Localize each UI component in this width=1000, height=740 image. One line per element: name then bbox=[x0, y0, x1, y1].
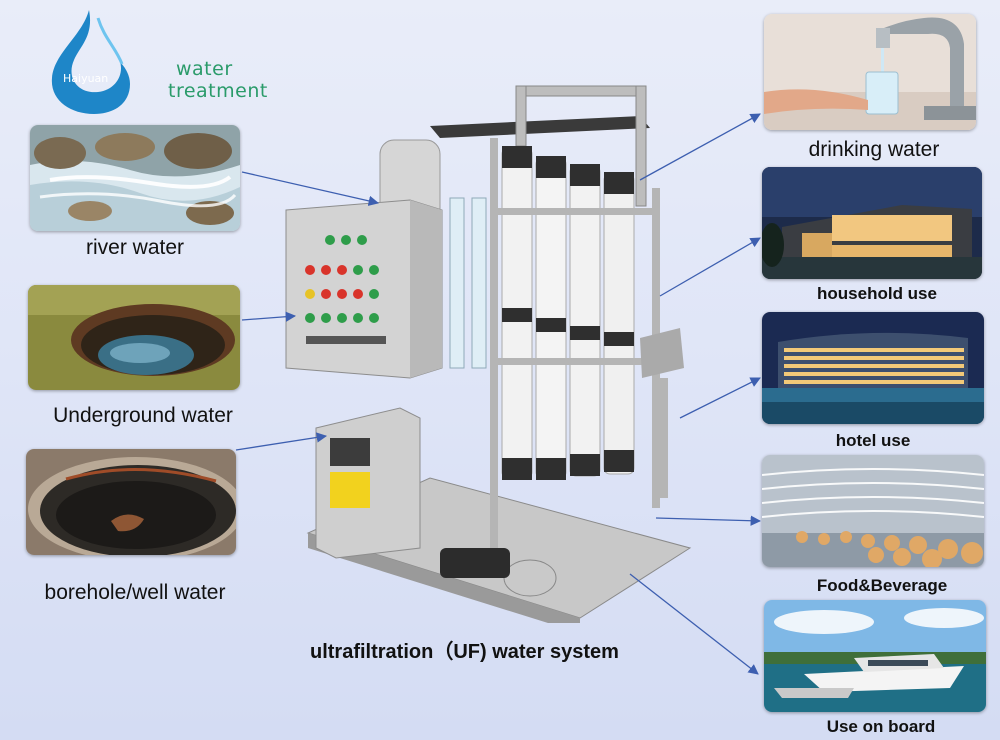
underground-water-photo bbox=[28, 285, 240, 390]
source-label-underground: Underground water bbox=[53, 404, 233, 427]
use-label-food-beverage: Food&Beverage bbox=[816, 576, 948, 595]
system-title: ultrafiltration（UF) water system bbox=[310, 641, 619, 663]
food-beverage-photo bbox=[762, 455, 984, 567]
water-drop-logo-icon bbox=[51, 10, 131, 114]
borehole-well-photo bbox=[26, 449, 236, 555]
logo-wordmark: water treatment bbox=[168, 58, 268, 102]
use-label-hotel: hotel use bbox=[835, 431, 911, 450]
use-label-household: household use bbox=[817, 284, 937, 303]
source-label-borehole: borehole/well water bbox=[44, 581, 226, 604]
use-on-board-photo bbox=[764, 600, 986, 712]
hotel-use-photo bbox=[762, 312, 984, 424]
logo-line1: water bbox=[176, 58, 233, 80]
drinking-water-photo bbox=[764, 14, 976, 130]
haiyuan-logo: Haiyuan water treatment bbox=[44, 8, 267, 118]
river-water-photo bbox=[30, 125, 240, 231]
household-use-photo bbox=[762, 167, 982, 279]
use-label-on-board: Use on board bbox=[826, 717, 936, 736]
use-label-drinking: drinking water bbox=[808, 138, 940, 161]
logo-brand-text: Haiyuan bbox=[63, 72, 109, 85]
source-label-river: river water bbox=[85, 236, 185, 259]
logo-line2: treatment bbox=[168, 80, 268, 102]
uf-system-illustration bbox=[280, 78, 710, 633]
